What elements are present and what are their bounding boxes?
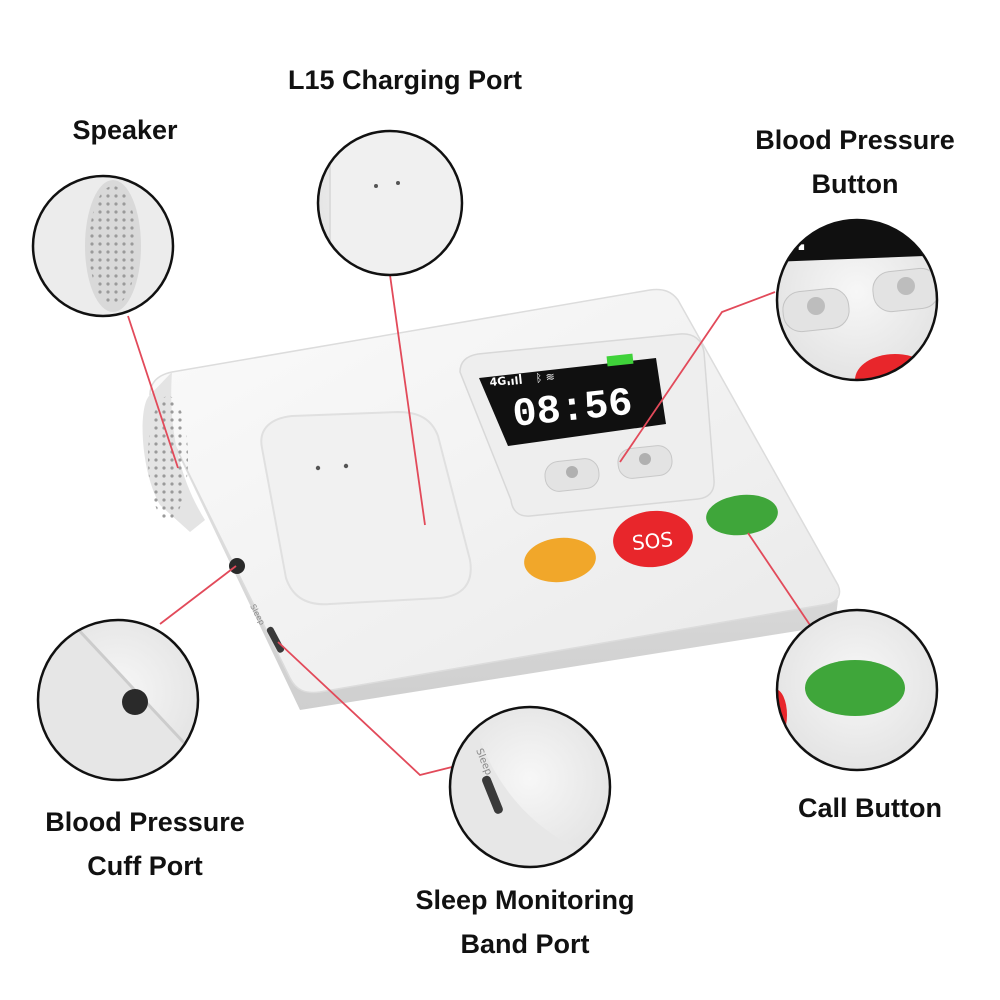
sos-button — [613, 510, 693, 568]
cuff-port-hole — [229, 558, 245, 574]
leader-line-call — [747, 532, 813, 629]
label-sleep-monitoring-band-port: Sleep Monitoring Band Port — [415, 885, 635, 959]
battery-icon — [606, 353, 634, 367]
label-l15-charging-port: L15 Charging Port — [287, 65, 523, 95]
zoom-circle-l15 — [316, 129, 464, 277]
leader-line-bp-button — [619, 291, 776, 463]
sleep-band-port-slot — [266, 626, 285, 653]
zoom-circle-call — [775, 608, 939, 772]
leader-line-l15 — [389, 274, 426, 526]
bluetooth-icon: ᛒ — [535, 371, 543, 385]
zoom-circle-cuff — [36, 618, 200, 782]
zoom-circle-sleep: Sleep — [448, 705, 612, 869]
leader-line-sleep — [277, 641, 461, 776]
zoom-circle-speaker — [31, 174, 175, 318]
lcd-screen — [479, 358, 666, 446]
label-blood-pressure-button: Blood Pressure Button — [755, 125, 955, 199]
signal-icon — [507, 373, 522, 386]
call-button — [706, 494, 778, 536]
wifi-icon: ≋ — [545, 370, 556, 384]
person-icon-1 — [566, 466, 578, 478]
charging-cradle — [260, 410, 472, 606]
leader-line-cuff — [159, 565, 237, 625]
display-panel: 4G ᛒ ≋ 08:56 — [459, 333, 715, 517]
label-call-button: Call Button — [798, 793, 942, 823]
orange-button — [524, 537, 596, 583]
zoom-circle-bp-button: : — [775, 218, 939, 382]
label-speaker: Speaker — [72, 115, 178, 145]
leader-line-speaker — [127, 315, 179, 469]
network-indicator: 4G — [489, 374, 507, 389]
person-icon-2 — [639, 453, 651, 465]
speaker-grille — [148, 396, 188, 520]
svg-text::: : — [790, 219, 813, 262]
label-blood-pressure-cuff-port: Blood Pressure Cuff Port — [45, 807, 245, 881]
leader-lines — [127, 274, 813, 776]
sos-button-label: SOS — [631, 527, 674, 555]
